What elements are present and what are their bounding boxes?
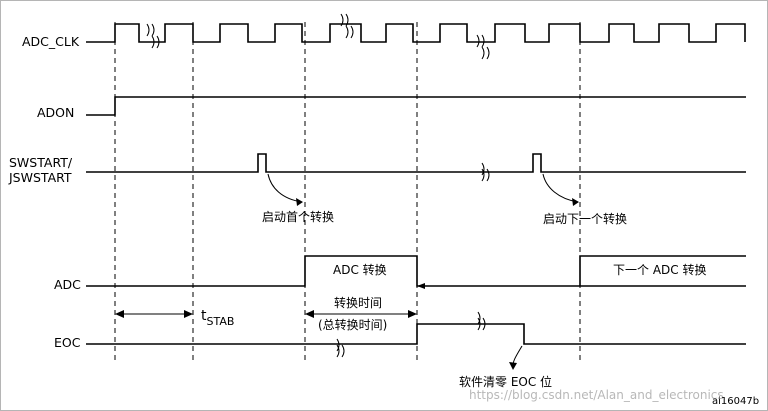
swstart-break-mark	[481, 162, 490, 182]
eoc-break-mark-1	[336, 338, 345, 358]
adc-conversion-label: ADC 转换	[333, 262, 387, 277]
start-first-arrow	[267, 173, 303, 203]
adc-clk-label: ADC_CLK	[22, 34, 80, 49]
start-first-arrowhead	[296, 198, 303, 206]
conversion-time-label: 转换时间	[334, 295, 382, 310]
figure-id: ai16047b	[712, 396, 759, 407]
eoc-label: EOC	[54, 335, 81, 350]
swstart-label-line2: JSWSTART	[8, 170, 72, 185]
adon-label: ADON	[37, 105, 74, 120]
clear-eoc-arrowhead	[509, 362, 517, 370]
eoc-break-mark-2	[477, 311, 486, 331]
adc-clk-break-mark-3	[476, 34, 490, 60]
adc-clk-waveform	[86, 23, 746, 43]
adc-end-arrowhead	[417, 283, 425, 289]
start-next-arrow	[542, 173, 579, 203]
start-next-arrowhead	[572, 198, 579, 206]
total-conversion-time-label: (总转换时间)	[318, 317, 387, 332]
eoc-waveform	[86, 323, 746, 345]
software-clear-eoc-label: 软件清零 EOC 位	[459, 374, 552, 389]
swstart-waveform	[86, 153, 746, 173]
swstart-label-line1: SWSTART/	[9, 155, 73, 170]
adc-label: ADC	[54, 277, 81, 292]
watermark-text: https://blog.csdn.net/Alan_and_electroni…	[469, 388, 724, 402]
tstab-arrowhead-left	[115, 310, 124, 318]
tstab-arrowhead-right	[184, 310, 193, 318]
start-next-conversion-label: 启动下一个转换	[543, 211, 627, 226]
adon-waveform	[86, 96, 746, 116]
tstab-label: tSTAB	[201, 308, 234, 328]
adc-clk-break-mark-1	[146, 23, 160, 49]
conversion-time-arrowhead-left	[305, 310, 314, 318]
start-first-conversion-label: 启动首个转换	[262, 209, 334, 224]
next-adc-conversion-label: 下一个 ADC 转换	[613, 262, 706, 277]
conversion-time-arrowhead-right	[408, 310, 417, 318]
adc-clk-break-mark-2	[340, 13, 354, 39]
